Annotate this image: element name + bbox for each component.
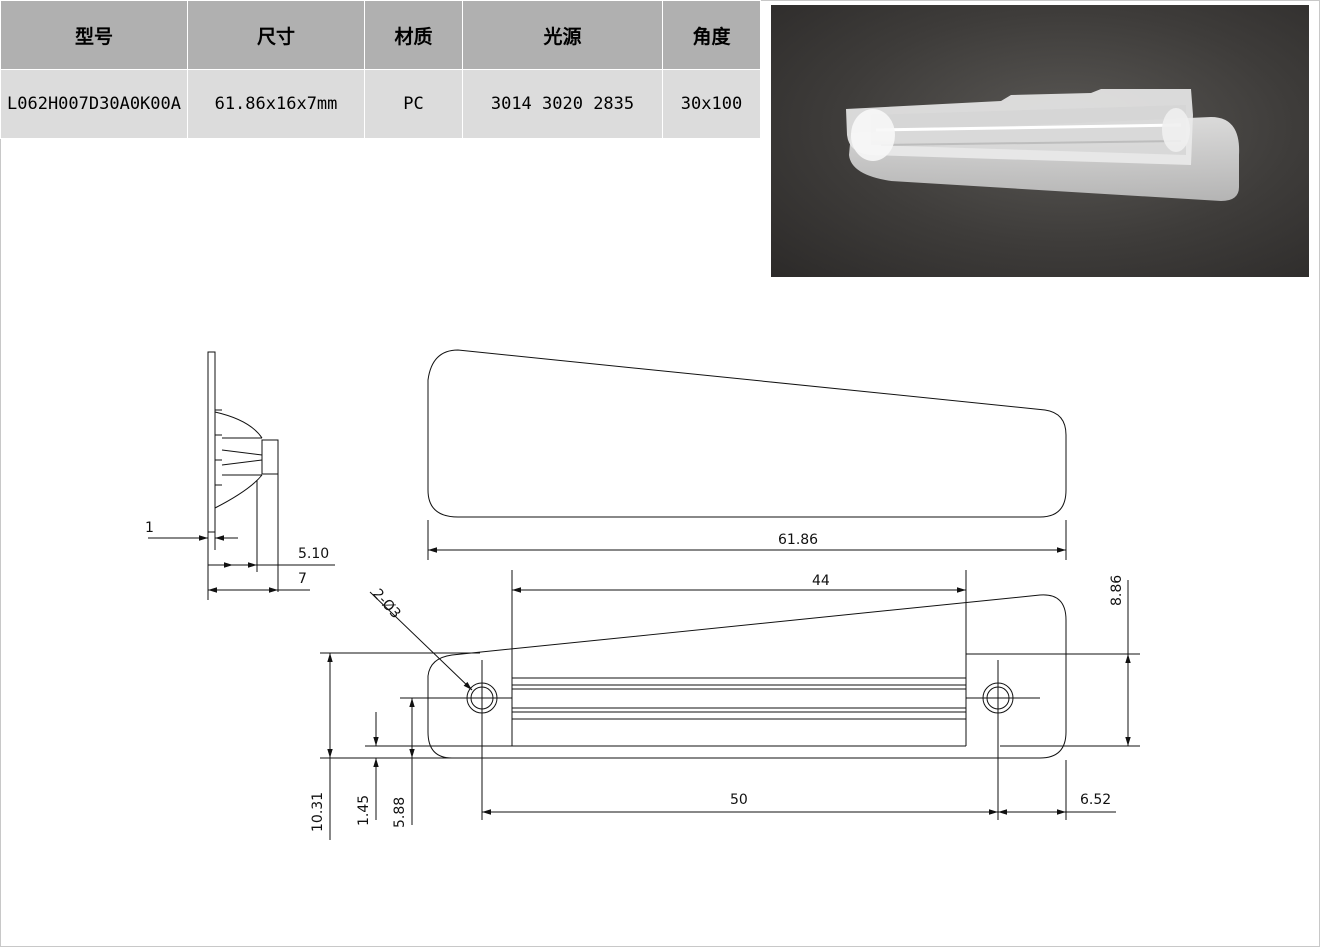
dim-end-offset: 6.52 bbox=[1080, 792, 1111, 808]
dim-hole-spec: 2-Ø3 bbox=[369, 586, 404, 622]
table-row: L062H007D30A0K00A 61.86x16x7mm PC 3014 3… bbox=[0, 69, 761, 139]
header-size: 尺寸 bbox=[187, 0, 365, 70]
cell-size: 61.86x16x7mm bbox=[187, 69, 365, 139]
technical-drawing: 1 5.10 7 61.86 bbox=[145, 349, 1140, 840]
cell-material: PC bbox=[364, 69, 463, 139]
dim-side-depth-b: 7 bbox=[298, 571, 307, 587]
header-model: 型号 bbox=[0, 0, 188, 70]
header-light-source: 光源 bbox=[462, 0, 663, 70]
dim-right-height: 8.86 bbox=[1109, 575, 1125, 606]
header-material: 材质 bbox=[364, 0, 463, 70]
cell-light-source: 3014 3020 2835 bbox=[462, 69, 663, 139]
dim-side-depth-a: 5.10 bbox=[298, 546, 329, 562]
header-angle: 角度 bbox=[662, 0, 761, 70]
lens-photo-illustration bbox=[846, 89, 1240, 201]
dim-top-length: 61.86 bbox=[778, 532, 818, 548]
spec-table: 型号 尺寸 材质 光源 角度 L062H007D30A0K00A 61.86x1… bbox=[0, 0, 761, 139]
dim-left-height: 10.31 bbox=[310, 792, 326, 832]
dim-side-thickness: 1 bbox=[145, 520, 154, 536]
product-photo bbox=[771, 5, 1309, 277]
bottom-view bbox=[320, 570, 1140, 840]
table-header-row: 型号 尺寸 材质 光源 角度 bbox=[0, 0, 761, 70]
cell-angle: 30x100 bbox=[662, 69, 761, 139]
dim-hole-offset-b: 5.88 bbox=[392, 797, 408, 828]
side-view bbox=[148, 351, 335, 600]
dim-hole-offset-a: 1.45 bbox=[356, 795, 372, 826]
cell-model: L062H007D30A0K00A bbox=[0, 69, 188, 139]
dim-slot-length: 44 bbox=[812, 573, 830, 589]
top-view bbox=[427, 349, 1067, 560]
dim-hole-pitch: 50 bbox=[730, 792, 748, 808]
